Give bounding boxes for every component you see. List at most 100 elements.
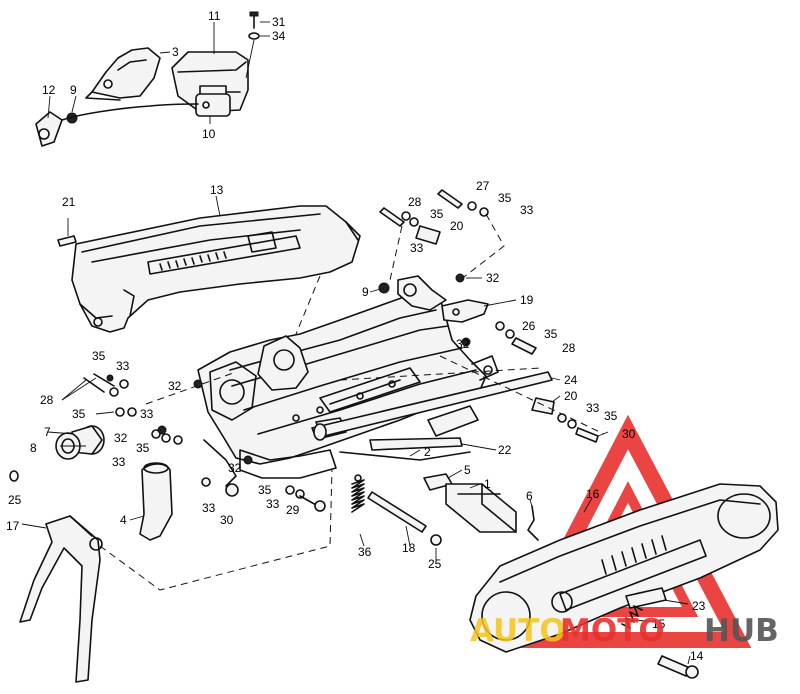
callout-32-left: 32	[168, 379, 182, 393]
callout-24: 24	[564, 373, 578, 387]
assembly-line-left	[145, 371, 237, 405]
callout-28-left: 28	[40, 393, 54, 407]
part-10-switch-body	[195, 93, 231, 117]
callout-8: 8	[30, 441, 37, 455]
part-34-washer	[248, 32, 260, 40]
part-27-bolt	[437, 189, 463, 209]
part-33-left-nuts	[119, 379, 305, 499]
callout-35-left-top: 35	[92, 349, 106, 363]
callout-6: 6	[526, 489, 533, 503]
callout-16: 16	[586, 487, 600, 501]
part-28-left-bolts	[83, 373, 115, 393]
callout-25-left: 25	[8, 493, 22, 507]
callout-7: 7	[44, 425, 51, 439]
callout-33-top-right: 33	[520, 203, 534, 217]
assembly-line-cover	[295, 275, 321, 335]
callout-32-left-lower: 32	[114, 431, 128, 445]
part-21-clip	[57, 218, 77, 247]
callout-22: 22	[498, 443, 512, 457]
part-35-top-washers	[401, 201, 477, 221]
assembly-line-lower	[439, 355, 605, 435]
callout-20-top: 20	[450, 219, 464, 233]
part-22-rod	[369, 437, 463, 451]
part-14-bolt	[657, 655, 699, 679]
callout-10: 10	[202, 127, 216, 141]
part-18-pin	[367, 491, 427, 533]
part-4-hose	[139, 462, 173, 541]
callout-33-right: 33	[586, 401, 600, 415]
callout-15: 15	[652, 617, 666, 631]
callout-9-top: 9	[70, 83, 77, 97]
callout-32-top: 32	[486, 271, 500, 285]
callout-23: 23	[692, 599, 706, 613]
assembly-line-stand	[99, 469, 333, 591]
callout-21: 21	[62, 195, 76, 209]
callout-26: 26	[522, 319, 536, 333]
callout-31: 31	[272, 15, 286, 29]
callout-18: 18	[402, 541, 416, 555]
callout-33-left-top: 33	[116, 359, 130, 373]
callout-33-left: 33	[140, 407, 154, 421]
callout-1: 1	[484, 477, 491, 491]
part-35-right-washer	[567, 419, 577, 429]
part-20-top-cylinder	[415, 225, 441, 245]
part-13-cover	[71, 205, 361, 333]
part-30-bolt-right	[575, 427, 599, 443]
callout-35-center: 35	[258, 483, 272, 497]
callout-11: 11	[208, 9, 221, 23]
callout-35-left: 35	[72, 407, 86, 421]
callout-28-right: 28	[562, 341, 576, 355]
part-20-right-cylinder	[531, 397, 555, 415]
main-frame-assembly	[197, 275, 499, 487]
callout-3: 3	[172, 45, 179, 59]
watermark-moto: MOTO	[560, 613, 665, 649]
part-36-spring	[351, 474, 365, 513]
part-26-bolt-group	[495, 321, 537, 355]
part-15-spring	[621, 605, 643, 629]
part-25-nut-right	[430, 534, 442, 546]
cover-vent-slots	[159, 251, 227, 271]
callout-20-right: 20	[564, 389, 578, 403]
callout-13: 13	[210, 183, 224, 197]
part-16-chain-cover	[469, 483, 779, 653]
callout-35-left-lower: 35	[136, 441, 150, 455]
callout-2: 2	[424, 445, 431, 459]
callout-34: 34	[272, 29, 286, 43]
part-6-clip	[527, 505, 539, 541]
callout-27: 27	[476, 179, 490, 193]
assembly-line-rod	[339, 367, 541, 381]
part-31-screw	[249, 11, 259, 29]
part-35-left-washers	[109, 387, 295, 495]
callout-29: 29	[286, 503, 300, 517]
callout-5: 5	[464, 463, 471, 477]
callout-25-right: 25	[428, 557, 442, 571]
callout-17: 17	[6, 519, 20, 533]
callout-12: 12	[42, 83, 56, 97]
callout-35-top-right: 35	[498, 191, 512, 205]
watermark-auto: AUTO	[470, 613, 566, 649]
callout-33-center: 33	[266, 497, 280, 511]
callout-36: 36	[358, 545, 372, 559]
callout-19: 19	[520, 293, 534, 307]
callout-14: 14	[690, 649, 704, 663]
callout-35-right: 35	[604, 409, 618, 423]
callout-9-frame: 9	[362, 285, 369, 299]
part-25-nut-left	[9, 470, 19, 482]
watermark-hub: HUB	[704, 613, 779, 649]
callout-32-mid: 32	[228, 461, 242, 475]
part-33-top-nuts	[409, 207, 489, 227]
assembly-line-top	[389, 225, 403, 281]
part-3-bracket	[85, 47, 161, 101]
part-30-bolt-left	[225, 483, 239, 497]
part-1-slider-block	[445, 483, 517, 533]
part-2-rail	[339, 451, 471, 461]
chain-links	[601, 535, 667, 575]
part-28-top-bolt	[379, 207, 405, 227]
callout-4: 4	[120, 513, 127, 527]
part-19-bracket	[441, 299, 489, 323]
assembly-line-right	[459, 213, 505, 281]
callout-30-right: 30	[622, 427, 636, 441]
callout-30-left: 30	[220, 513, 234, 527]
wire-harness	[61, 103, 199, 121]
